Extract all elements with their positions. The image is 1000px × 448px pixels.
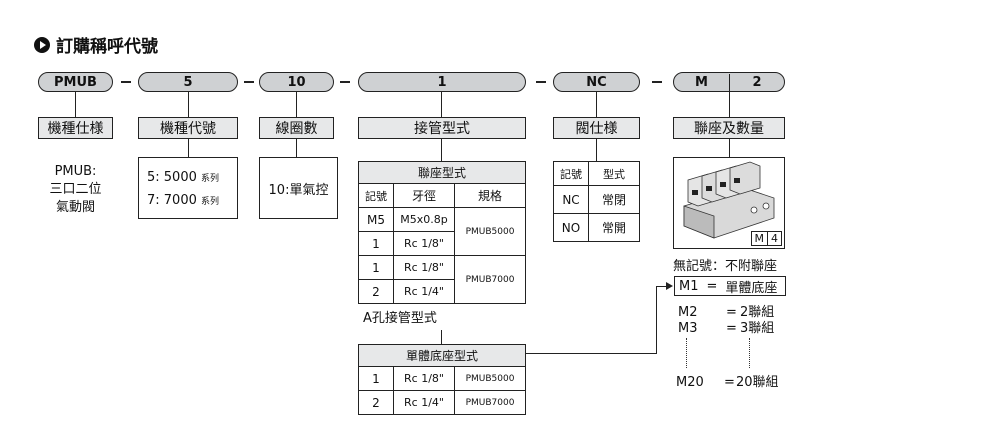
separator (244, 81, 254, 83)
header-coil: 線圈數 (259, 117, 334, 139)
separator (340, 81, 350, 83)
header-manifold-qty: 聯座及數量 (673, 117, 785, 139)
station-m3: M3=3聯組 (678, 321, 775, 336)
separator (652, 81, 662, 83)
code-segment-manifold: M 2 (673, 72, 785, 92)
a-port-label: A孔接管型式 (363, 311, 437, 326)
header-port-type: 接管型式 (358, 117, 526, 139)
station-m1-box: M1=單體底座 (674, 276, 786, 296)
code-segment-valve: NC (553, 72, 640, 92)
play-circle-icon (34, 36, 50, 53)
separator (121, 81, 131, 83)
series-box: 5: 5000 系列 7: 7000 系列 (138, 157, 238, 219)
ellipsis-dots (686, 338, 687, 368)
manifold-illustration: M 4 (673, 157, 785, 249)
station-m2: M2=2聯組 (678, 305, 775, 320)
manifold-block-icon (683, 161, 775, 239)
no-mark-note: 無記號：不附聯座 (673, 259, 778, 274)
station-tag: M 4 (750, 231, 782, 246)
page-title: 訂購稱呼代號 (34, 32, 158, 57)
separator (536, 81, 546, 83)
header-model-spec: 機種仕様 (38, 117, 113, 139)
code-segment-coil: 10 (259, 72, 334, 92)
code-segment-port: 1 (358, 72, 526, 92)
coil-box: 10:單氣控 (259, 157, 338, 219)
header-series: 機種代號 (138, 117, 238, 139)
header-valve-spec: 閥仕様 (553, 117, 640, 139)
code-segment-model: PMUB (38, 72, 113, 92)
station-m20: M20=20聯組 (676, 375, 779, 390)
ellipsis-dots (749, 338, 750, 368)
model-description: PMUB: 三口二位 氣動閥 (49, 164, 102, 215)
arrow-head-icon (666, 282, 673, 290)
code-segment-series: 5 (138, 72, 238, 92)
